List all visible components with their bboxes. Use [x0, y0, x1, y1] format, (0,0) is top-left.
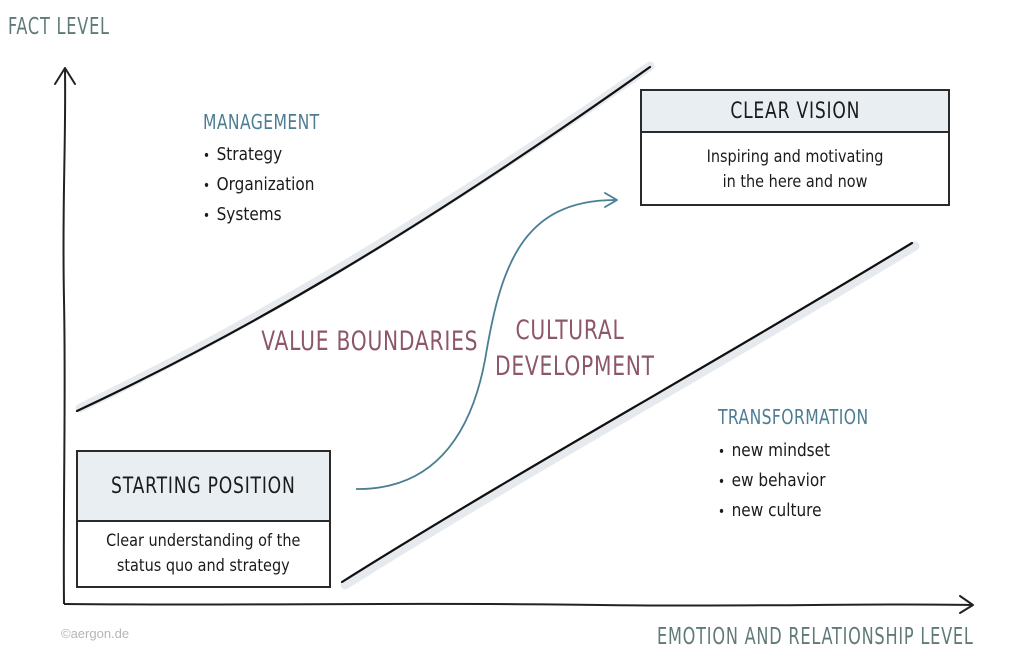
starting-position-box: STARTING POSITION Clear understanding of…: [76, 450, 331, 588]
transformation-list: new mindset ew behavior new culture: [718, 436, 850, 526]
management-title: MANAGEMENT: [203, 110, 320, 134]
management-list: Strategy Organization Systems: [203, 140, 334, 230]
cultural-development-curve: [355, 199, 616, 490]
lower-boundary-line: [340, 241, 914, 584]
y-axis-label: FACT LEVEL: [8, 14, 110, 40]
clear-vision-header: CLEAR VISION: [642, 91, 948, 133]
upper-boundary-line: [75, 65, 652, 413]
starting-position-body: Clear understanding of the status quo an…: [78, 522, 329, 586]
value-boundaries-label: VALUE BOUNDARIES: [261, 326, 479, 357]
transformation-item-mindset: new mindset: [718, 436, 830, 466]
management-item-systems: Systems: [203, 200, 314, 230]
clear-vision-line2: in the here and now: [722, 171, 868, 192]
upper-boundary-shadow: [75, 61, 655, 413]
cultural-development-label: CULTURAL DEVELOPMENT: [495, 313, 655, 385]
x-axis-line: [63, 602, 973, 607]
transformation-title: TRANSFORMATION: [718, 405, 869, 429]
starting-position-line2: status quo and strategy: [117, 556, 290, 576]
management-item-organization: Organization: [203, 170, 315, 200]
starting-position-line1: Clear understanding of the: [106, 531, 301, 551]
y-axis-line: [62, 69, 67, 605]
cultural-development-line2: DEVELOPMENT: [495, 351, 655, 382]
curve-arrowhead-icon: [604, 192, 618, 208]
transformation-item-behavior: ew behavior: [718, 466, 830, 496]
lower-boundary-shadow: [340, 241, 920, 590]
clear-vision-body: Inspiring and motivating in the here and…: [642, 133, 948, 206]
management-item-strategy: Strategy: [203, 140, 314, 170]
y-axis-arrow-icon: [54, 67, 76, 85]
transformation-item-culture: new culture: [718, 496, 830, 526]
x-axis-arrow-icon: [959, 595, 974, 614]
cultural-development-line1: CULTURAL: [515, 315, 625, 346]
x-axis-label: EMOTION AND RELATIONSHIP LEVEL: [657, 624, 974, 650]
starting-position-header: STARTING POSITION: [78, 452, 329, 522]
clear-vision-line1: Inspiring and motivating: [706, 146, 884, 167]
copyright-text: ©aergon.de: [61, 626, 130, 641]
starting-position-title: STARTING POSITION: [111, 473, 296, 499]
clear-vision-box: CLEAR VISION Inspiring and motivating in…: [640, 89, 950, 206]
clear-vision-title: CLEAR VISION: [730, 98, 860, 124]
